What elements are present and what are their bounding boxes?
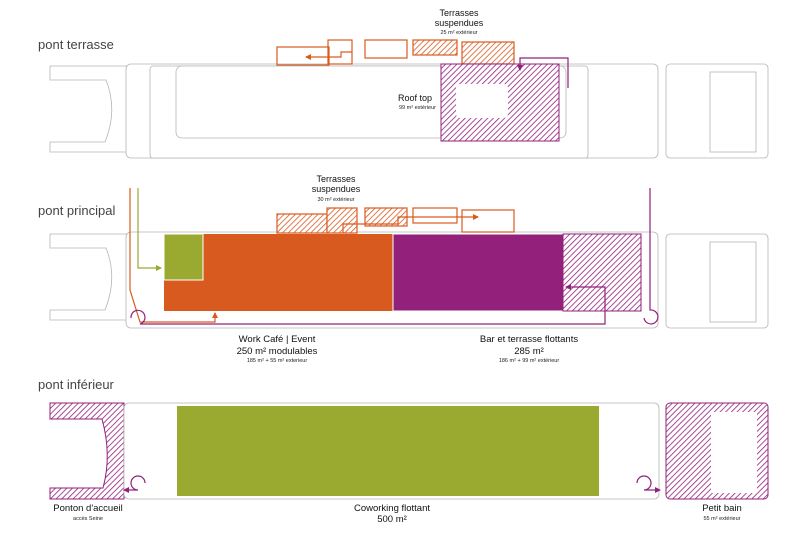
deck-terrasse [49, 39, 769, 159]
terrasses-top-title-1: Terrasses [439, 8, 479, 18]
terrasses-top-title-2: suspendues [435, 18, 484, 28]
coworking-area-label: 500 m² [377, 514, 407, 525]
terrace-module [461, 209, 515, 233]
deck-inferieur [49, 402, 769, 500]
work-cafe-title: Work Café | Event [239, 334, 316, 345]
ponton-detail: accès Seine [73, 516, 103, 522]
bar-area [392, 233, 564, 312]
petit-bain-opening [711, 412, 757, 493]
roof-top-area: 99 m² extérieur [399, 105, 436, 111]
work-cafe-green-block [163, 233, 204, 281]
circulation-curl-right [636, 475, 661, 493]
bow-hull [49, 65, 129, 153]
terrace-module [276, 46, 330, 66]
terrace-module [364, 39, 408, 59]
terrace-module [412, 207, 458, 224]
deck-title-inferieur: pont inférieur [38, 377, 115, 392]
terrasses-main-title-1: Terrasses [316, 174, 356, 184]
work-cafe-area-label: 250 m² modulables [237, 346, 318, 357]
roof-top-title: Roof top [398, 93, 432, 103]
stern-opening [709, 71, 757, 153]
terrace-hatched [461, 41, 515, 65]
petit-bain-title: Petit bain [702, 503, 742, 514]
deck-title-terrasse: pont terrasse [38, 37, 114, 52]
terrace-hatched [412, 39, 458, 56]
bar-title: Bar et terrasse flottants [480, 334, 578, 345]
deck-title-principal: pont principal [38, 203, 115, 218]
terrasses-main-area: 30 m² extérieur [318, 197, 355, 203]
circulation-line-green [137, 188, 162, 271]
ponton-area [49, 402, 125, 500]
circulation-line-orange [129, 188, 218, 323]
coworking-title: Coworking flottant [354, 503, 430, 514]
stern-opening [709, 241, 757, 323]
bar-area-label: 285 m² [514, 346, 544, 357]
deck-principal [49, 188, 769, 329]
bow-hull [49, 233, 129, 321]
ponton-title: Ponton d'accueil [53, 503, 122, 514]
circulation-arrow [342, 214, 479, 233]
circulation-curl-left [123, 475, 146, 493]
roof-access-line [517, 57, 569, 88]
circulation-arrow [305, 51, 352, 60]
roof-top-opening [456, 84, 508, 118]
bar-terrace-hatched [562, 233, 642, 312]
work-cafe-detail: 185 m² + 55 m² exterieur [247, 358, 308, 364]
terrasses-main-title-2: suspendues [312, 184, 361, 194]
petit-bain-area-label: 55 m² extérieur [704, 516, 741, 522]
terrace-hatched [276, 213, 328, 234]
bar-detail: 186 m² + 99 m² extérieur [499, 358, 560, 364]
terrace-hatched [326, 207, 358, 234]
circulation-line-purple-left [130, 284, 606, 325]
coworking-area [177, 406, 599, 496]
terrasses-top-area: 25 m² extérieur [441, 30, 478, 36]
circulation-line-purple-right [643, 188, 659, 325]
